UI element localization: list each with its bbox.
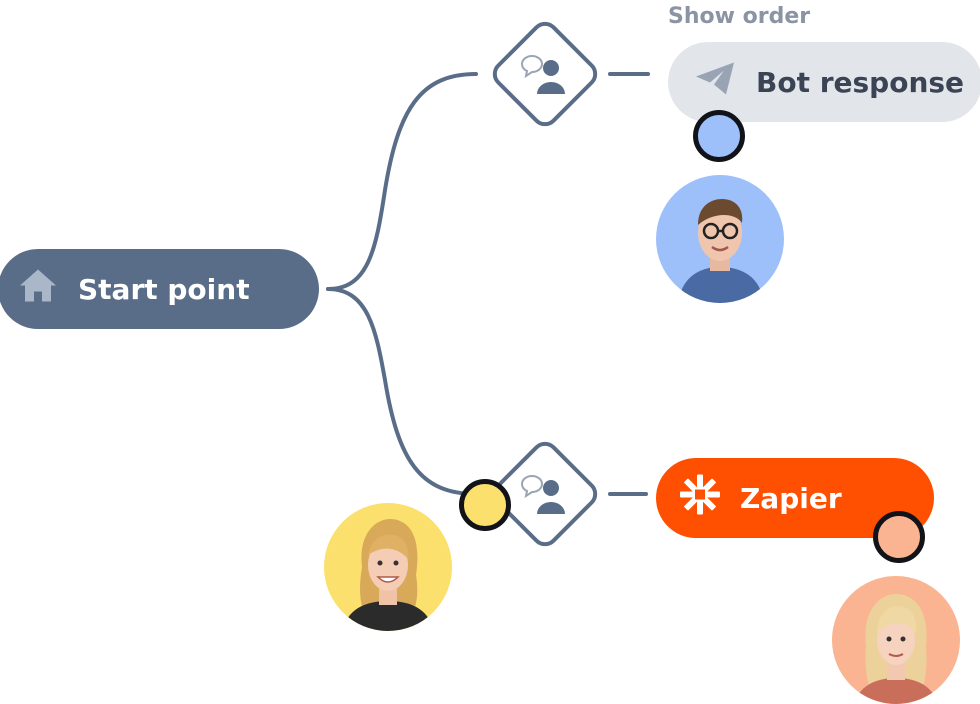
user-chat-icon [520,475,565,514]
avatar-woman-blonde-peach [832,576,960,704]
zapier-icon [680,474,720,522]
show-order-caption: Show order [668,4,811,29]
bot-response-label: Bot response [756,65,965,99]
avatar-man-glasses [656,175,784,303]
connector-start-to-bottom-condition [326,287,478,496]
start-point-label: Start point [78,272,250,306]
zapier-label: Zapier [740,481,842,515]
user-chat-icon [520,55,565,94]
paper-plane-icon [694,61,736,104]
condition-node-top[interactable] [490,19,600,129]
collaborator-cursor-peach [873,511,925,563]
connector-start-to-top-condition [326,72,478,291]
start-point-node[interactable]: Start point [0,249,319,329]
avatar-woman-blonde-yellow [324,503,452,631]
condition-node-bottom[interactable] [490,439,600,549]
bot-response-node[interactable]: Bot response [668,42,980,122]
collaborator-cursor-blue [693,110,745,162]
collaborator-cursor-yellow [459,479,511,531]
home-icon [18,268,58,311]
